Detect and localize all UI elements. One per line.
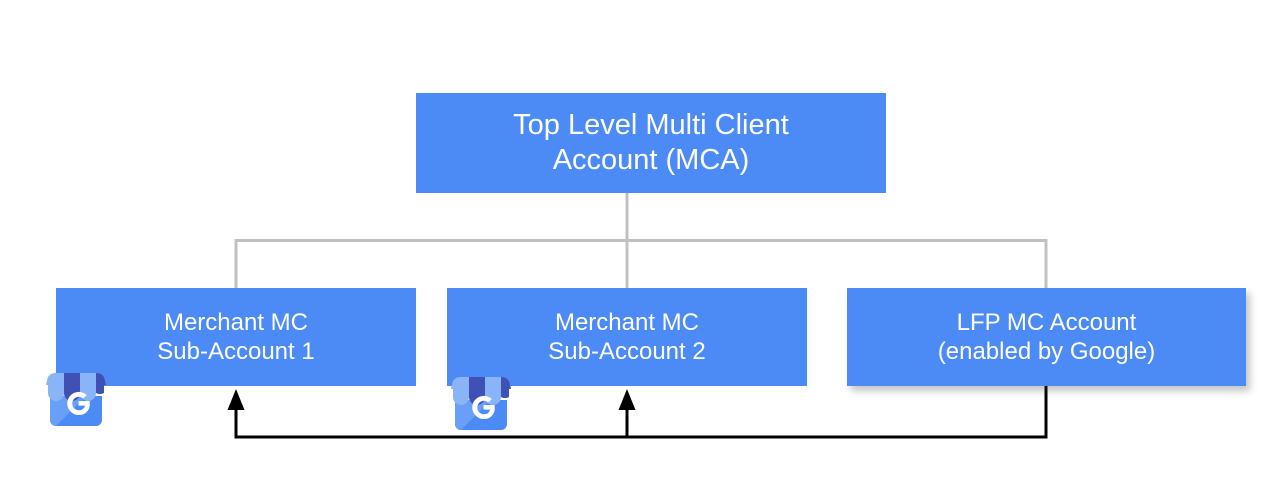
- flow-arrowheads: [227, 389, 636, 410]
- google-my-business-icon: [451, 377, 511, 430]
- node-merchant-mc-sub-account-1-line1: Merchant MC: [163, 308, 309, 336]
- node-merchant-mc-sub-account-2-text: Merchant MC Sub-Account 2: [457, 308, 797, 367]
- node-top-level-mca-text: Top Level Multi Client Account (MCA): [426, 108, 876, 179]
- node-lfp-mc-account-line2: (enabled by Google): [937, 338, 1156, 365]
- node-merchant-mc-sub-account-2[interactable]: Merchant MC Sub-Account 2: [447, 288, 807, 386]
- node-merchant-mc-sub-account-2-line1: Merchant MC: [554, 308, 700, 336]
- node-merchant-mc-sub-account-1-line2: Sub-Account 1: [157, 338, 315, 365]
- google-my-business-icon: [46, 373, 106, 426]
- node-merchant-mc-sub-account-2-line2: Sub-Account 2: [548, 338, 706, 365]
- node-lfp-mc-account[interactable]: LFP MC Account (enabled by Google): [847, 288, 1246, 386]
- node-lfp-mc-account-text: LFP MC Account (enabled by Google): [857, 308, 1236, 367]
- node-top-level-mca-line2: Account (MCA): [552, 144, 750, 176]
- arrowhead-sub2: [618, 389, 636, 410]
- node-top-level-mca[interactable]: Top Level Multi Client Account (MCA): [416, 93, 886, 193]
- node-merchant-mc-sub-account-1-text: Merchant MC Sub-Account 1: [66, 308, 406, 367]
- node-top-level-mca-line1: Top Level Multi Client: [513, 108, 789, 141]
- flow-arrows: [234, 386, 1048, 439]
- flow-lfp-to-sub1: [234, 386, 1048, 439]
- tree-connectors: [234, 193, 1048, 288]
- node-merchant-mc-sub-account-1[interactable]: Merchant MC Sub-Account 1: [56, 288, 416, 386]
- arrowhead-sub1: [227, 389, 245, 410]
- node-lfp-mc-account-line1: LFP MC Account: [956, 308, 1137, 336]
